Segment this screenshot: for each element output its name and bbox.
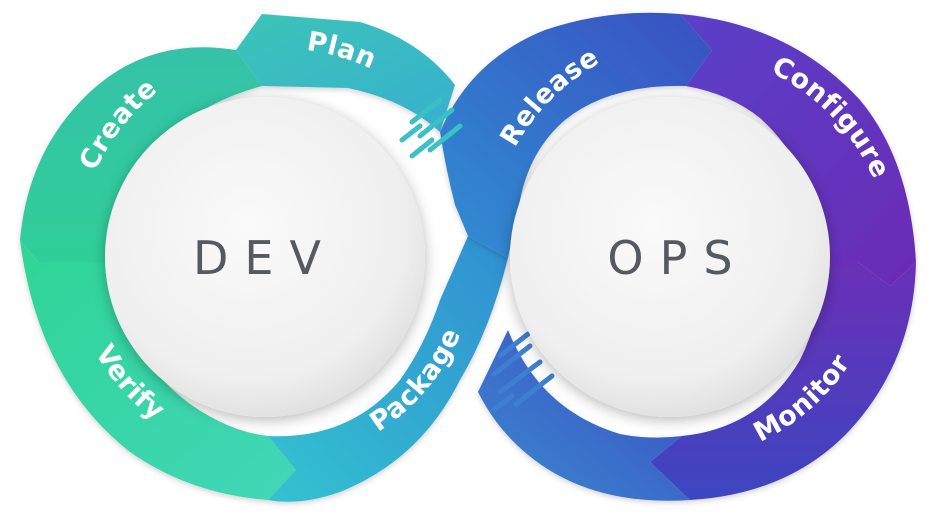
segment-package bbox=[268, 236, 508, 502]
segment-plan bbox=[236, 14, 455, 132]
segment-ops-bottom bbox=[478, 330, 690, 501]
dev-ring bbox=[20, 14, 508, 502]
segment-configure bbox=[680, 14, 916, 286]
ops-core bbox=[510, 97, 830, 417]
segment-monitor bbox=[650, 262, 916, 500]
segment-create bbox=[20, 47, 262, 263]
ops-ring bbox=[440, 12, 916, 501]
segment-verify bbox=[20, 240, 296, 500]
ops-title: OPS bbox=[607, 231, 748, 285]
decorative-streaks-bottom bbox=[491, 331, 555, 413]
dev-title: DEV bbox=[193, 231, 337, 285]
segment-release bbox=[440, 12, 712, 258]
dev-core bbox=[105, 97, 425, 417]
decorative-streaks-top bbox=[399, 97, 463, 159]
